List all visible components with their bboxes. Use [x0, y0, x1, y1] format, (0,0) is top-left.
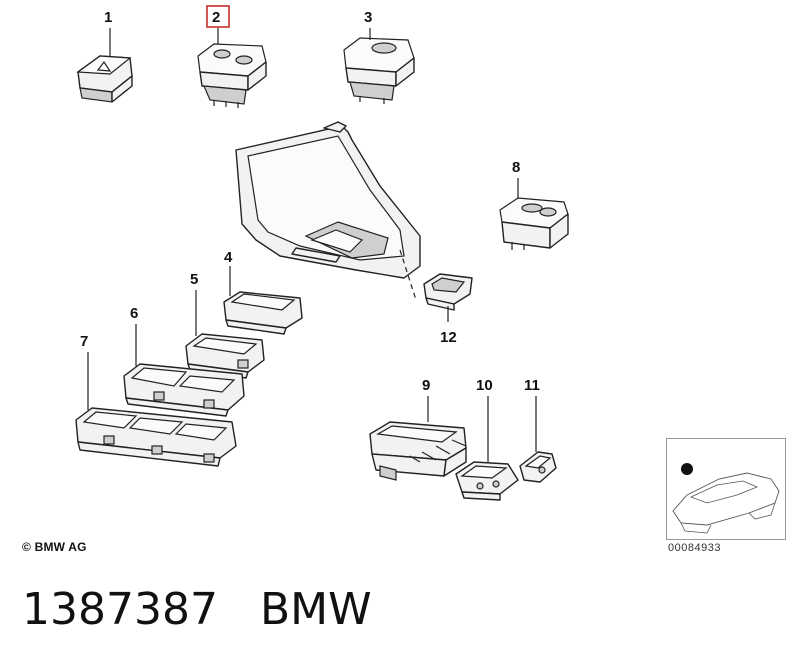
callout-5[interactable]: 5 — [190, 271, 198, 288]
callout-8[interactable]: 8 — [512, 159, 520, 176]
callout-2[interactable]: 2 — [212, 9, 220, 26]
part-6-double-tray[interactable] — [123, 363, 245, 417]
fan-icon — [476, 482, 484, 490]
center-console-trim[interactable] — [235, 121, 421, 279]
part-12-tray[interactable] — [423, 273, 473, 311]
callout-9[interactable]: 9 — [422, 377, 430, 394]
callout-7[interactable]: 7 — [80, 333, 88, 350]
part-2-switch[interactable] — [197, 43, 267, 108]
callout-10[interactable]: 10 — [476, 377, 493, 394]
part-10-knob[interactable] — [455, 461, 519, 501]
callout-1[interactable]: 1 — [104, 9, 112, 26]
callout-3[interactable]: 3 — [364, 9, 372, 26]
copyright: © BMW AG — [22, 540, 87, 554]
callout-2-highlight — [206, 5, 230, 28]
callout-4[interactable]: 4 — [224, 249, 233, 266]
callout-11[interactable]: 11 — [524, 377, 540, 394]
callout-6[interactable]: 6 — [130, 305, 138, 322]
brand: BMW — [259, 584, 372, 635]
fan-icon — [538, 466, 546, 474]
part-3-switch[interactable] — [343, 37, 415, 104]
part-9-control-module[interactable] — [369, 421, 467, 481]
part-number-line: 1387387 BMW — [22, 584, 372, 635]
parts-diagram: 1 2 3 12 — [75, 5, 569, 501]
vehicle-location-inset — [666, 438, 786, 540]
part-11-knob[interactable] — [519, 451, 557, 483]
part-7-triple-tray[interactable] — [75, 407, 237, 467]
fan-icon — [492, 480, 500, 488]
hazard-triangle-icon — [96, 60, 112, 72]
part-number: 1387387 — [22, 584, 218, 635]
part-1-hazard-switch[interactable] — [76, 55, 133, 103]
part-4-tray[interactable] — [223, 291, 303, 335]
location-dot-icon — [681, 463, 693, 475]
part-8-switch-block[interactable] — [499, 197, 569, 250]
callout-12[interactable]: 12 — [440, 329, 457, 346]
diagram-number: 00084933 — [668, 542, 721, 554]
